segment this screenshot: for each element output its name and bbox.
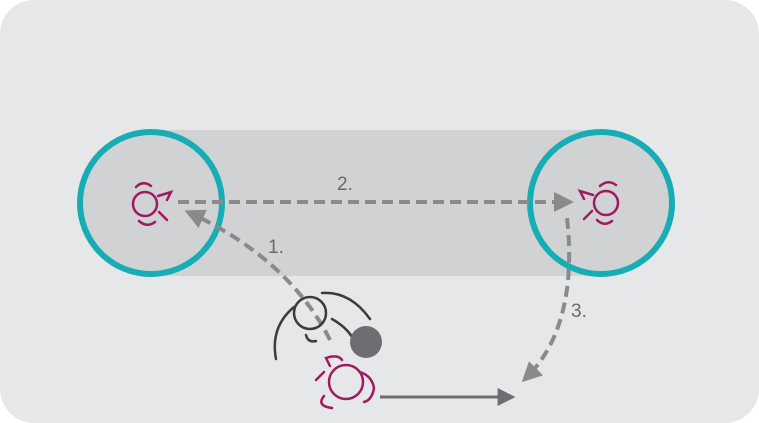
right-zone-circle [527, 129, 675, 277]
player-icon [314, 355, 376, 410]
defender-icon [273, 291, 372, 361]
step-label-3: 3. [571, 301, 587, 322]
pass-arrow-3 [521, 217, 572, 383]
step-label-2: 2. [337, 174, 353, 195]
step-label-1: 1. [268, 237, 284, 258]
player-icon [577, 181, 620, 225]
ball-icon [350, 326, 382, 358]
player-icon [131, 182, 174, 226]
